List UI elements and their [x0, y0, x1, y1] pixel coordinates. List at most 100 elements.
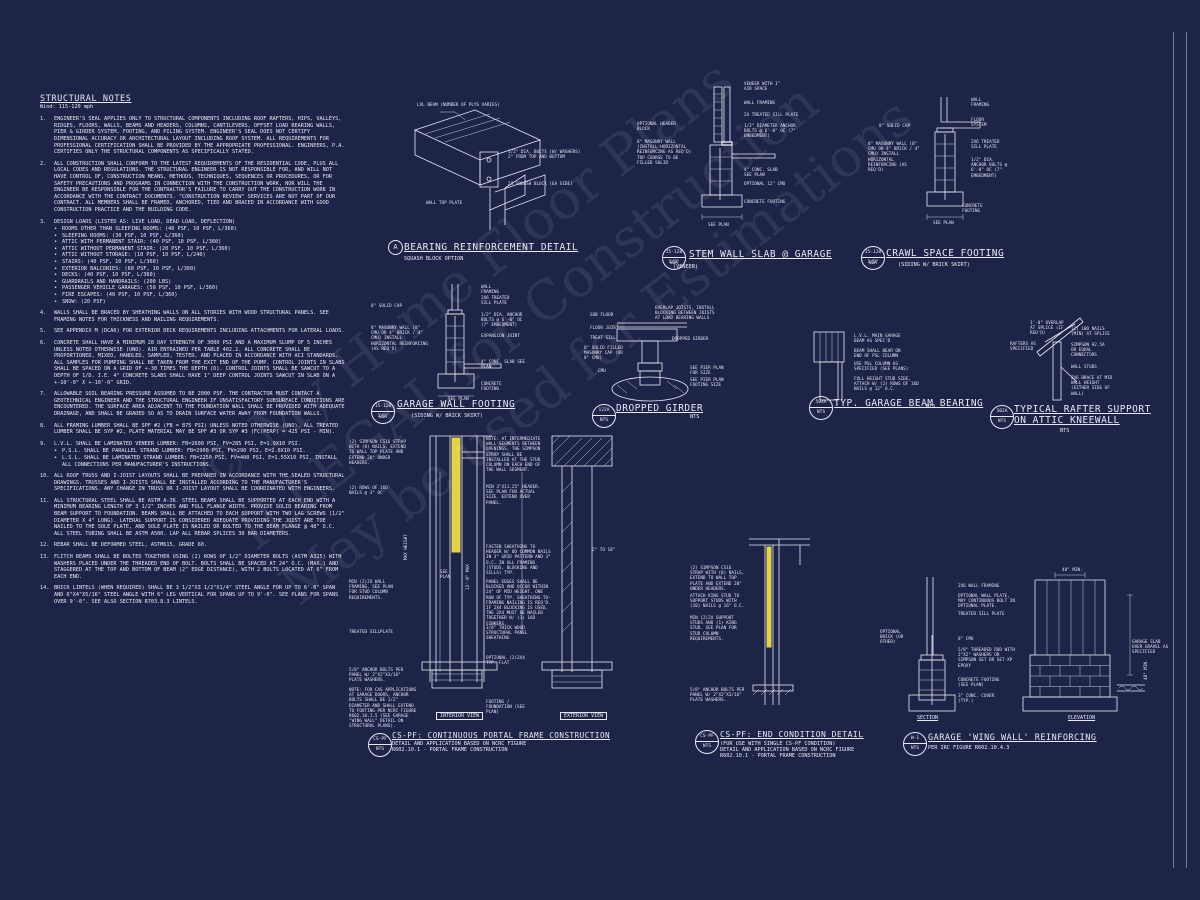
beam-label-lvl: L.V.L. MAIN GARAGE BEAM AS SPEC'D — [854, 334, 901, 345]
crawl-space-drawing — [926, 97, 981, 220]
note-text: L.V.L. SHALL BE LAMINATED VENEER LUMBER:… — [54, 440, 301, 447]
wing-label-dimv: 48" MIN. — [1144, 659, 1149, 680]
endcond-label-strap: (2) SIMPSON CS16 STRAP WITH (8) NAILS, E… — [690, 566, 745, 592]
bearing-subtitle: SQUASH BLOCK OPTION — [404, 256, 464, 262]
end-condition-drawing — [749, 538, 810, 705]
note-body: WALLS SHALL BE BRACED BY SHEATHING WALLS… — [54, 310, 345, 323]
gwall-label-slab: 4" CONC. SLAB SEE PLAN — [481, 360, 525, 371]
note-number: 14. — [40, 585, 50, 592]
note-number: 11. — [40, 497, 50, 504]
note-sublist: P.S.L. SHALL BE PARALLEL STRAND LUMBER: … — [54, 448, 345, 468]
beam-subtitle: NTS — [926, 404, 936, 410]
endcond-subtitle-2: R602.10.1 - PORTAL FRAME CONSTRUCTION — [720, 753, 836, 759]
beam-label-bear: BEAM SHALL BEAR ON END OF PSL COLUMN — [854, 349, 901, 360]
note-item: 10.ALL ROOF TRUSS AND I-JOIST LAYOUTS SH… — [40, 473, 345, 493]
girder-title: DROPPED GIRDER — [616, 403, 704, 414]
note-body: ALL CONSTRUCTION SHALL CONFORM TO THE LA… — [54, 161, 345, 214]
note-text: ALL CONSTRUCTION SHALL CONFORM TO THE LA… — [54, 160, 339, 213]
note-text: REBAR SHALL BE DEFORMED STEEL, ASTM615, … — [54, 542, 208, 549]
endcond-subtitle-0: (FOR USE WITH SINGLE CS-PF CONDITION) — [720, 741, 836, 747]
crawl-title: CRAWL SPACE FOOTING — [886, 248, 1005, 259]
notes-subtitle: Wind: 115-120 mph — [40, 103, 94, 110]
gwall-label-seeplan: SEE PLAN — [448, 397, 469, 402]
crawl-label-framing: WALL FRAMING — [971, 98, 990, 109]
portal-label-header: MIN 3"x11.25" HEADER. SEE PLAN FOR ACTUA… — [486, 485, 541, 506]
endcond-label-king: ATTACH KING STUD TO SUPPORT STUDS WITH (… — [690, 594, 745, 610]
note-subitem: SLEEPING ROOMS: (30 PSF, 10 PSF, L/360) — [54, 233, 345, 240]
beam-label-psl: USE PSL COLUMN AS SPECIFIED (SEE PLANS) — [854, 362, 909, 373]
note-subitem: STAIRS: (40 PSF, 10 PSF, L/360) — [54, 259, 345, 266]
garage-wall-drawing — [437, 284, 502, 397]
border-line — [1173, 32, 1174, 868]
bearing-reinforcement-drawing — [413, 109, 546, 230]
stem-label-masonry: 8" MASONRY WALL (INSTALL HORIZONTAL REIN… — [637, 140, 692, 166]
stem-wall-drawing — [701, 86, 776, 220]
note-subitem: ROOMS OTHER THAN SLEEPING ROOMS: (40 PSF… — [54, 226, 345, 233]
note-number: 5. — [40, 328, 47, 335]
stem-subtitle: (VENEER) — [673, 264, 698, 270]
note-text: FLITCH BEAMS SHALL BE BOLTED TOGETHER US… — [54, 554, 342, 580]
note-item: 7.ALLOWABLE SOIL BEARING PRESSURE ASSUME… — [40, 391, 345, 417]
gwall-title: GARAGE WALL FOOTING — [397, 399, 516, 410]
detail-bubble: A — [388, 240, 403, 255]
note-item: 1.ENGINEER'S SEAL APPLIES ONLY TO STRUCT… — [40, 116, 345, 156]
notes-list: 1.ENGINEER'S SEAL APPLIES ONLY TO STRUCT… — [40, 116, 345, 605]
endcond-label-support: MIN (2)2X SUPPORT STUDS AND (1) KING STU… — [690, 616, 737, 642]
portal-label-panel: PANEL EDGES SHALL BE BLOCKED AND OCCUR W… — [486, 580, 551, 627]
note-body: FLITCH BEAMS SHALL BE BOLTED TOGETHER US… — [54, 554, 345, 580]
gwall-label-masonry: 8" MASONRY WALL (8" CMU OR 4" BRICK / 4"… — [371, 326, 428, 352]
girder-label-girder: DROPPED GIRDER — [672, 337, 709, 342]
note-body: ALLOWABLE SOIL BEARING PRESSURE ASSUMED … — [54, 391, 345, 417]
girder-label-cap: 8" SOLID FILLED MASONRY CAP (OR 8" CMU) — [584, 346, 623, 362]
girder-subtitle: NTS — [690, 414, 700, 420]
notes-title: STRUCTURAL NOTES — [40, 94, 132, 104]
note-subitem: PASSENGER VEHICLE GARAGES: (50 PSF, 10 P… — [54, 285, 345, 292]
crawl-label-footing: CONCRETE FOOTING — [962, 204, 983, 215]
girder-label-footing: SEE PIER PLAN FOOTING SIZE — [690, 378, 724, 389]
girder-label-overlap: OVERLAP JOISTS, INSTALL BLOCKING BETWEEN… — [655, 306, 715, 322]
wing-wall-drawing — [908, 572, 1145, 712]
stem-label-header: OPTIONAL HEADER BLOCK — [637, 122, 676, 133]
note-number: 4. — [40, 310, 47, 317]
stem-label-cmu: OPTIONAL 12" CMU — [744, 182, 786, 187]
wing-label-sill: TREATED SILL PLATE — [958, 612, 1005, 617]
note-body: CONCRETE SHALL HAVE A MINIMUM 28 DAY STR… — [54, 340, 345, 386]
gwall-label-footing: CONCRETE FOOTING — [481, 382, 502, 393]
rafter-label-studs: WALL STUDS — [1071, 365, 1097, 370]
portal-interior-view: INTERIOR VIEW — [436, 712, 484, 720]
stem-label-seeplan: SEE PLAN — [708, 223, 729, 228]
rafter-label-h25: SIMPSON H2.5A OR EQUAL CONNECTORS — [1071, 343, 1105, 359]
portal-label-cas: NOTE: FOR CAS APPLICATIONS AT GARAGE DOO… — [349, 688, 417, 730]
rafter-subtitle: NTS — [1060, 428, 1070, 434]
note-item: 12. REBAR SHALL BE DEFORMED STEEL, ASTM61… — [40, 542, 345, 549]
wing-title: GARAGE 'WING WALL' REINFORCING — [928, 733, 1097, 743]
note-body: ENGINEER'S SEAL APPLIES ONLY TO STRUCTUR… — [54, 116, 345, 156]
note-body: ALL STRUCTURAL STEEL SHALL BE ASTM A-36.… — [54, 498, 345, 538]
wing-label-cover: 3" CONC. COVER (TYP.) — [958, 694, 995, 705]
crawl-label-masonry: 8" MASONRY WALL (8" CMU OR 4" BRICK / 4"… — [868, 142, 920, 174]
portal-label-max: 12'-0" MAX — [466, 564, 471, 590]
girder-label-subfloor: SUB FLOOR — [590, 313, 614, 318]
note-item: 11. ALL STRUCTURAL STEEL SHALL BE ASTM A-… — [40, 498, 345, 538]
wing-dim: 48" MIN. — [1062, 568, 1083, 573]
gwall-label-anchor: 1/2" DIA. ANCHOR BOLTS @ 6'-0" OC (7" EM… — [481, 313, 523, 329]
crawl-label-cap: 8" SOLID CAP — [879, 124, 911, 129]
portal-label-seeplan: SEE PLAN — [440, 570, 451, 581]
portal-subtitle-2: R602.10.1 - PORTAL FRAME CONSTRUCTION — [392, 747, 508, 753]
note-number: 3. — [40, 218, 47, 225]
bearing-label-plate: WALL TOP PLATE — [426, 201, 463, 206]
crawl-label-sill: 2x6 TREATED SILL PLATE — [971, 140, 1000, 151]
note-number: 6. — [40, 340, 47, 346]
note-number: 12. — [40, 542, 50, 549]
note-number: 9. — [40, 440, 47, 447]
gwall-label-sill: 2x6 TREATED SILL PLATE — [481, 296, 510, 307]
portal-frame-drawing — [421, 435, 613, 689]
note-item: 14.BRICK LINTELS (WHEN REQUIRED) SHALL B… — [40, 585, 345, 605]
wing-section-label: SECTION — [917, 715, 939, 721]
note-item: 8.ALL FRAMING LUMBER SHALL BE SPF #2 (Fb… — [40, 423, 345, 436]
portal-label-nails: (2) ROWS OF 16d NAILS @ 3" OC — [349, 486, 388, 497]
note-subitem: SNOW: (20 PSF) — [54, 299, 345, 306]
